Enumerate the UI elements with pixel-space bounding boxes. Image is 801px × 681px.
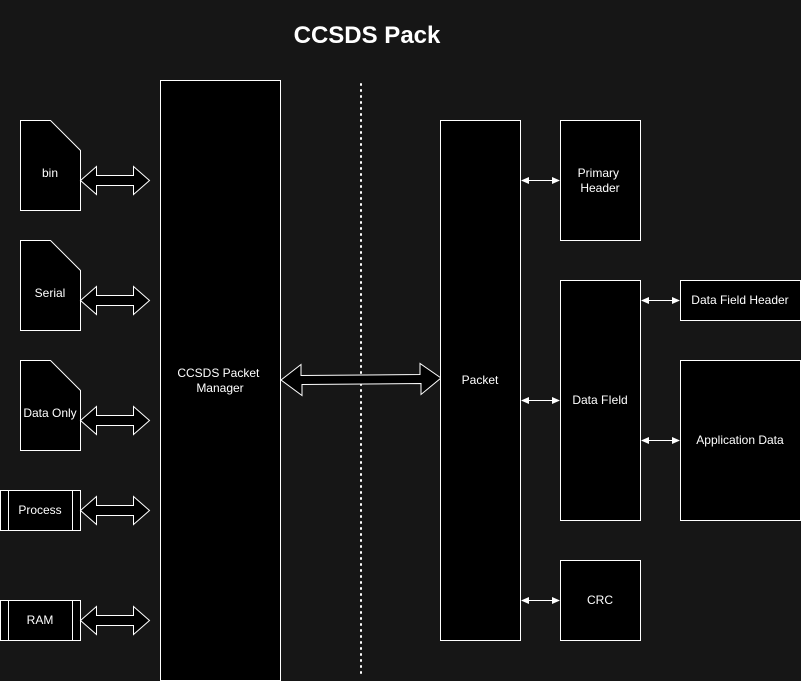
application-data-label: Application Data	[696, 433, 784, 447]
source-serial[interactable]: Serial	[20, 240, 81, 331]
packet-box	[440, 120, 521, 641]
double-arrow-ram	[79, 605, 151, 636]
primary-header-label-line2: Header	[580, 181, 619, 195]
data-field-box	[560, 280, 641, 521]
packet[interactable]: Packet	[440, 120, 521, 641]
packet-manager-label: CCSDS Packet Manager	[177, 366, 262, 395]
source-ram[interactable]: RAM	[0, 600, 81, 641]
primary-header[interactable]: Primary Header	[560, 120, 641, 241]
data-field-header[interactable]: Data Field Header	[680, 280, 801, 321]
source-data-only-label: Data Only	[23, 406, 76, 420]
source-ram-label: RAM	[27, 613, 54, 627]
primary-header-label: Primary Header	[578, 166, 623, 195]
source-data-only[interactable]: Data Only	[20, 360, 81, 451]
diagram-title: CCSDS Pack	[294, 22, 441, 49]
primary-header-box	[560, 120, 641, 241]
packet-manager[interactable]: CCSDS Packet Manager	[160, 80, 281, 681]
crc[interactable]: CRC	[560, 560, 641, 641]
double-arrow-serial	[79, 285, 151, 316]
data-field-header-label: Data Field Header	[691, 293, 788, 307]
crc-box	[560, 560, 641, 641]
double-arrow-bin	[79, 165, 151, 196]
ram-box	[0, 600, 81, 641]
process-box	[0, 490, 81, 531]
source-serial-label: Serial	[35, 286, 66, 300]
primary-header-label-line1: Primary	[578, 166, 619, 180]
crc-label: CRC	[587, 593, 613, 607]
packet-label: Packet	[462, 373, 499, 387]
application-data-box	[680, 360, 801, 521]
source-process-label: Process	[18, 503, 61, 517]
double-arrow-process	[79, 495, 151, 526]
double-arrow-data-only	[79, 405, 151, 436]
application-data[interactable]: Application Data	[680, 360, 801, 521]
data-field-label: Data FIeld	[572, 393, 627, 407]
data-field[interactable]: Data FIeld	[560, 280, 641, 521]
source-bin[interactable]: bin	[20, 120, 81, 211]
packet-manager-label-line2: Manager	[196, 381, 243, 395]
packet-manager-label-line1: CCSDS Packet	[177, 366, 260, 380]
data-field-header-box	[680, 280, 801, 321]
source-bin-label: bin	[42, 166, 58, 180]
source-process[interactable]: Process	[0, 490, 81, 531]
packet-manager-box	[160, 80, 281, 681]
